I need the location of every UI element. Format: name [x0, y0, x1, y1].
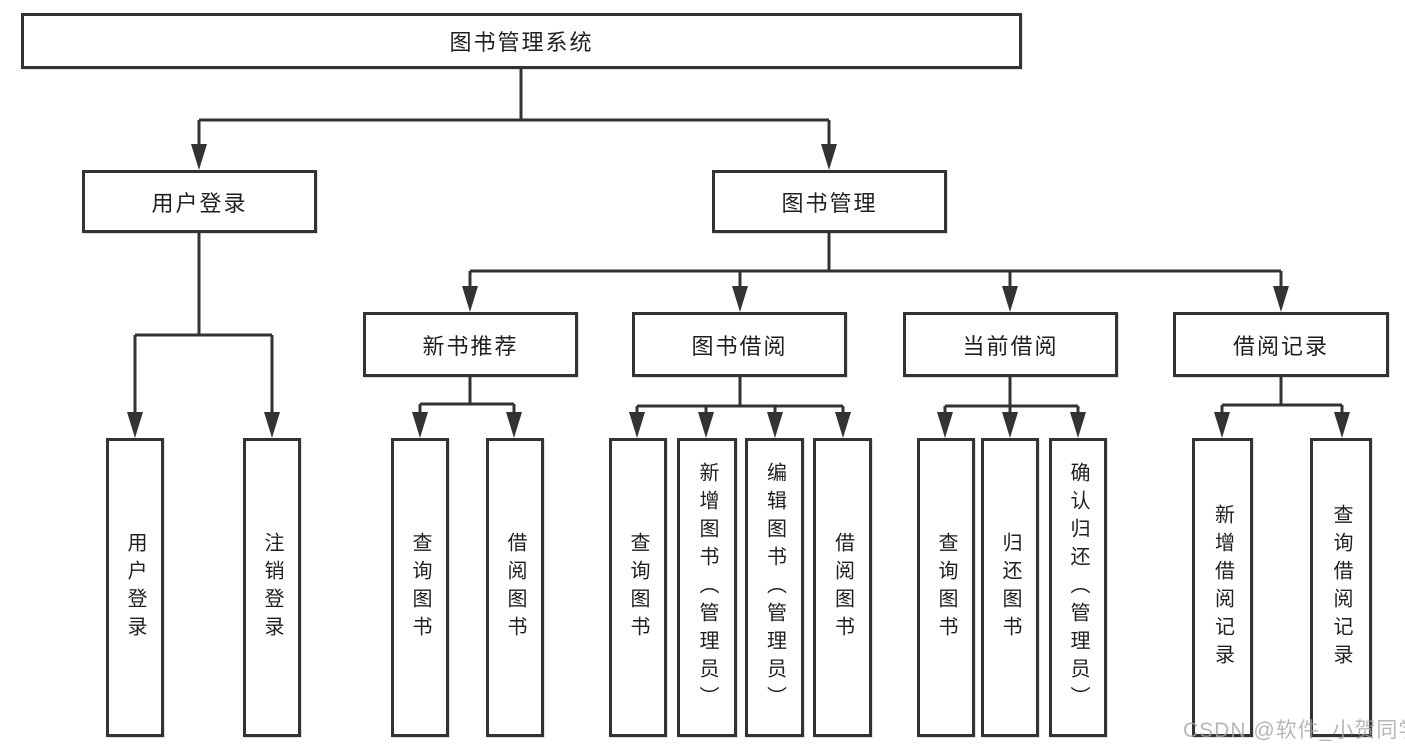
node-borrowing-records: 借阅记录 [1173, 312, 1389, 377]
leaf-query-book-recommend: 查询图书 [391, 438, 449, 737]
node-current-borrowing: 当前借阅 [903, 312, 1118, 377]
leaf-confirm-return-admin: 确认归还（管理员） [1049, 438, 1107, 737]
arrowheads [127, 144, 1350, 438]
node-new-book-recommend: 新书推荐 [363, 312, 578, 377]
leaf-add-borrow-record: 新增借阅记录 [1192, 438, 1253, 737]
node-user-login: 用户登录 [82, 170, 317, 233]
leaf-return-book: 归还图书 [981, 438, 1039, 737]
node-book-borrowing: 图书借阅 [632, 312, 847, 377]
node-root-library-system: 图书管理系统 [21, 13, 1022, 69]
leaf-user-login: 用户登录 [106, 438, 164, 737]
csdn-watermark: CSDN @软件_小贺同学 [1183, 719, 1405, 742]
node-book-management: 图书管理 [712, 170, 947, 233]
leaf-edit-book-admin: 编辑图书（管理员） [745, 438, 804, 737]
leaf-query-book-current: 查询图书 [917, 438, 975, 737]
leaf-logout: 注销登录 [243, 438, 301, 737]
leaf-borrow-book: 借阅图书 [813, 438, 872, 737]
leaf-query-book-borrowing: 查询图书 [609, 438, 667, 737]
leaf-add-book-admin: 新增图书（管理员） [677, 438, 737, 737]
leaf-query-borrow-record: 查询借阅记录 [1310, 438, 1372, 737]
leaf-borrow-book-recommend: 借阅图书 [486, 438, 544, 737]
